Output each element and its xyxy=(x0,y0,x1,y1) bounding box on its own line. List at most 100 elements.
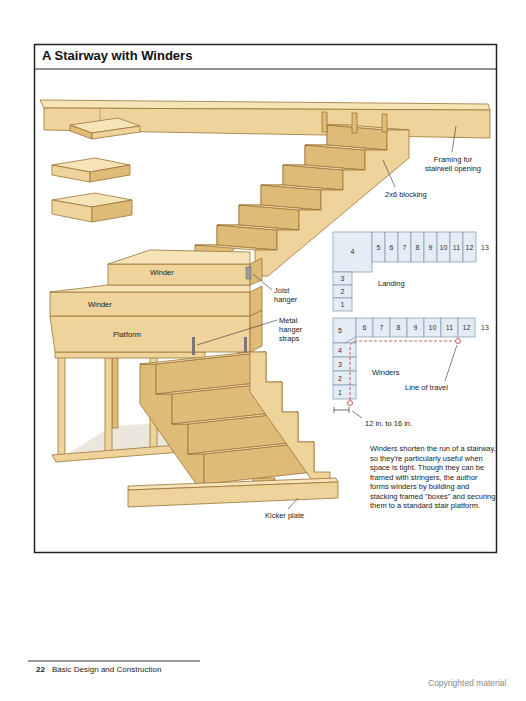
step-number: 9 xyxy=(424,243,437,252)
winder-plan-part xyxy=(390,318,407,337)
lower-flight xyxy=(140,352,330,498)
winder-stack-part xyxy=(108,250,250,264)
footer-text: Basic Design and Construction xyxy=(52,665,161,675)
kicker-plate xyxy=(128,478,338,507)
winder-plan-part xyxy=(348,401,353,406)
winder-plan-part xyxy=(345,337,356,343)
landing-plan-part xyxy=(333,285,352,298)
blocking-part xyxy=(322,112,327,132)
landing-plan-part xyxy=(437,232,450,262)
figure-frame xyxy=(35,45,497,553)
step-number: 8 xyxy=(411,243,424,252)
step-number: 5 xyxy=(334,326,346,335)
landing-plan-part xyxy=(411,232,424,262)
winder-plan-part xyxy=(373,318,390,337)
step-number: 10 xyxy=(424,323,441,332)
step-number: 8 xyxy=(390,323,407,332)
step-number: 6 xyxy=(356,323,373,332)
page-number: 22 xyxy=(36,665,45,675)
callout-label: Framing for stairwell opening xyxy=(420,155,486,173)
upper-flight-part xyxy=(255,130,409,276)
step-number: 4 xyxy=(333,247,372,256)
winder-plan-part xyxy=(349,407,350,413)
loose-treads-part xyxy=(52,200,92,222)
landing-plan xyxy=(333,232,476,311)
step-number: 13 xyxy=(478,243,492,252)
step-number: 10 xyxy=(437,243,450,252)
step-number: 11 xyxy=(441,323,458,332)
part-label: Winder xyxy=(88,300,112,309)
blocking-part xyxy=(382,114,387,132)
step-number: 5 xyxy=(372,243,385,252)
winder-stack-part xyxy=(250,310,262,352)
lower-flight-part xyxy=(250,352,330,486)
step-number: 3 xyxy=(334,360,346,369)
figure-frame-part xyxy=(35,69,496,70)
winder-stack-part xyxy=(50,316,250,352)
callout-label: Joist hanger xyxy=(274,286,304,304)
callout-label: Metal hanger straps xyxy=(279,316,309,343)
loose-treads-part xyxy=(92,200,132,222)
loose-treads xyxy=(52,118,140,222)
leader-lines-part xyxy=(253,274,272,290)
callout-label: 2x6 blocking xyxy=(385,190,427,199)
winder-plan-part xyxy=(424,318,441,337)
landing-plan-part xyxy=(385,232,398,262)
loose-treads-part xyxy=(52,165,90,182)
footer-rule xyxy=(28,661,200,662)
upper-flight-part xyxy=(327,125,409,130)
plan-label: Line of travel xyxy=(405,383,448,392)
step-number: 9 xyxy=(407,323,424,332)
kicker-plate-part xyxy=(128,482,338,507)
winder-stack-part xyxy=(250,258,262,285)
step-number: 3 xyxy=(333,274,352,283)
step-number: 7 xyxy=(398,243,411,252)
upper-flight-part xyxy=(261,185,343,190)
landing-plan-part xyxy=(333,232,372,272)
winder-plan-part xyxy=(333,371,356,385)
support-frame-part xyxy=(112,352,118,428)
winder-stack-part xyxy=(50,285,250,292)
winder-plan-part xyxy=(350,341,455,400)
winder-plan-part xyxy=(334,407,335,413)
landing-plan-part xyxy=(463,232,476,262)
header-beam-part xyxy=(44,108,490,138)
winder-stack-part xyxy=(50,292,250,316)
winder-plan-part xyxy=(333,357,356,371)
leader-lines-part xyxy=(197,320,277,345)
winder-plan-part xyxy=(407,318,424,337)
blocking xyxy=(322,112,387,133)
winder-stack-part xyxy=(108,264,250,285)
callout-label: Kicker plate xyxy=(265,511,304,520)
winder-plan-part xyxy=(456,339,461,344)
winder-plan-part xyxy=(333,343,356,357)
support-frame-part xyxy=(105,352,112,452)
winder-stack-part xyxy=(250,286,262,316)
landing-plan-part xyxy=(333,272,352,285)
support-frame-part xyxy=(55,352,205,358)
landing-plan-part xyxy=(372,232,385,262)
step-number: 1 xyxy=(334,388,346,397)
figure-frame-part xyxy=(35,45,497,553)
blocking-part xyxy=(352,113,357,133)
step-number: 1 xyxy=(333,300,352,309)
hardware-part xyxy=(246,267,251,279)
figure-title: A Stairway with Winders xyxy=(42,48,192,64)
upper-flight-part xyxy=(195,245,277,250)
loose-treads-part xyxy=(70,125,92,139)
step-number: 7 xyxy=(373,323,390,332)
header-beam xyxy=(40,100,490,138)
landing-plan-part xyxy=(424,232,437,262)
watermark: Copyrighted material xyxy=(428,678,506,688)
caption-text: Winders shorten the run of a stairway, s… xyxy=(370,444,496,511)
footer-rule-part xyxy=(28,661,200,662)
landing-plan-part xyxy=(398,232,411,262)
hardware xyxy=(192,267,251,355)
winder-plan-part xyxy=(333,318,356,343)
leader-lines-part xyxy=(288,498,298,509)
upper-flight-part xyxy=(305,145,387,150)
dimension-label: 12 in. to 16 in. xyxy=(365,419,412,428)
lower-flight-part xyxy=(140,352,266,364)
